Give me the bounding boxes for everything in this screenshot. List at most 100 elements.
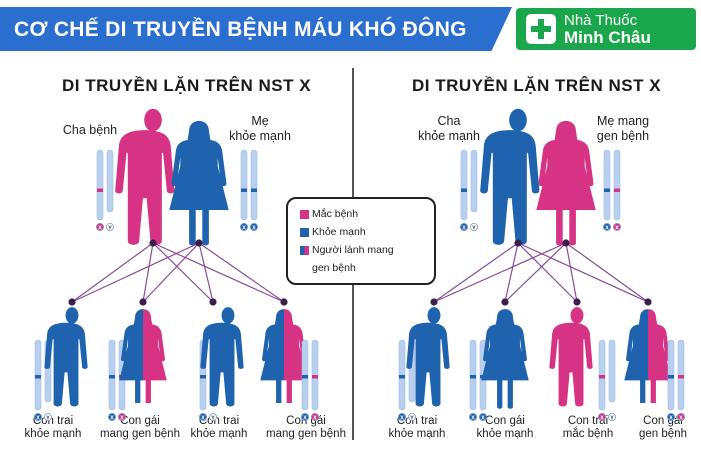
svg-text:X: X bbox=[120, 415, 124, 421]
panel-2-father-chromosomes-chrom-1 bbox=[460, 149, 468, 221]
panel-2-title: DI TRUYỀN LẶN TRÊN NST X bbox=[412, 76, 662, 95]
panel-1-cross-node-4 bbox=[209, 298, 217, 306]
panel-2-father-figure-head bbox=[509, 108, 527, 132]
panel-1-child-3-chromosomes-tag-1: X bbox=[198, 412, 207, 421]
panel-1-child-4-chromosomes-tag-2: X bbox=[310, 412, 319, 421]
panel-2-child-2-figure-dress bbox=[481, 324, 529, 409]
panel-1-child-1-figure-head bbox=[65, 307, 79, 324]
panel-1-father-chromosomes-chrom-2 bbox=[106, 149, 114, 213]
panel-2-child-3-figure-head bbox=[570, 307, 584, 324]
panel-1-mother-chromosomes-tag-1: X bbox=[239, 222, 248, 231]
panel-2-cross-node-1 bbox=[562, 239, 570, 247]
panel-1-child-2-figure-left-half bbox=[119, 309, 143, 403]
panel-1-mother-chromosomes-chrom-2 bbox=[250, 149, 258, 221]
svg-text:Y: Y bbox=[610, 415, 614, 421]
panel-1-cross-line-0-1 bbox=[142, 242, 154, 303]
panel-1-child-2-chromosomes-chrom-1 bbox=[108, 339, 116, 411]
legend-carrier-line2: gen bệnh bbox=[312, 262, 356, 274]
panel-1-child-3-figure-body bbox=[200, 322, 244, 407]
svg-text:X: X bbox=[303, 415, 307, 421]
svg-text:X: X bbox=[471, 415, 475, 421]
page-title: CƠ CHẾ DI TRUYỀN BỆNH MÁU KHÓ ĐÔNG bbox=[14, 18, 467, 41]
legend-healthy: Khỏe mạnh bbox=[300, 226, 366, 238]
panel-1-father-figure-head bbox=[144, 108, 162, 132]
panel-2-child-3-chromosomes-tag-1: X bbox=[598, 412, 607, 421]
panel-1-title: DI TRUYỀN LẶN TRÊN NST X bbox=[62, 76, 312, 95]
panel-2-child-3-figure bbox=[549, 307, 593, 407]
panel-2-mother-chromosomes-chrom-1 bbox=[603, 149, 611, 221]
panel-2-father-figure bbox=[480, 108, 540, 245]
panel-2-father-chromosomes-chrom-2 bbox=[470, 149, 478, 213]
panel-2-mother-chromosomes-chrom-2 bbox=[613, 149, 621, 221]
svg-text:X: X bbox=[400, 415, 404, 421]
panel-2-child-1-chromosomes-chrom-1 bbox=[398, 339, 406, 411]
panel-2-mother-figure-head bbox=[558, 122, 574, 142]
panel-2-child-2-chromosomes-chrom-1 bbox=[469, 339, 477, 411]
panel-1-child-3-figure-head bbox=[221, 307, 235, 324]
panel-2-child-1-chromosomes-tag-2: Y bbox=[407, 412, 416, 421]
panel-2-child-1-figure bbox=[406, 307, 450, 407]
panel-1-cross-line-0-3 bbox=[152, 242, 285, 303]
panel-1-child-1-figure-body bbox=[44, 322, 88, 407]
panel-1-cross-line-1-2 bbox=[198, 242, 214, 303]
svg-text:X: X bbox=[669, 415, 673, 421]
panel-1-child-4-chromosomes-chrom-2 bbox=[311, 339, 319, 411]
panel-2-cross-line-0-2 bbox=[517, 242, 578, 303]
svg-text:X: X bbox=[605, 225, 609, 231]
panel-1-cross-line-1-1 bbox=[142, 242, 200, 303]
panel-1-cross-line-1-0 bbox=[71, 242, 200, 303]
panel-1-mother-figure-head bbox=[191, 122, 207, 142]
panel-2-cross-node-0 bbox=[514, 239, 522, 247]
legend-affected: Mắc bệnh bbox=[300, 208, 358, 220]
panel-2-child-1-figure-head bbox=[427, 307, 441, 324]
legend-box: Mắc bệnh Khỏe mạnh Người lành mang gen b… bbox=[286, 197, 436, 285]
panel-1-cross-line-0-2 bbox=[152, 242, 214, 303]
panel-1-mother-figure-dress bbox=[169, 139, 229, 246]
panel-1-father-figure bbox=[115, 108, 175, 245]
svg-text:X: X bbox=[98, 225, 102, 231]
svg-text:Y: Y bbox=[46, 415, 50, 421]
panel-2-cross-line-0-3 bbox=[517, 242, 649, 303]
panel-2-child-4-chromosomes-chrom-2 bbox=[677, 339, 685, 411]
panel-2-child-2-chromosomes-tag-2: X bbox=[478, 412, 487, 421]
panel-1-child-2-chromosomes-tag-1: X bbox=[108, 412, 117, 421]
panel-1-child-4-chromosomes-tag-1: X bbox=[300, 412, 309, 421]
panel-1-cross-line-1-3 bbox=[198, 242, 285, 303]
panel-1-cross-line-0-0 bbox=[71, 242, 154, 303]
panel-2-child-1-figure-body bbox=[406, 322, 450, 407]
panel-1-cross bbox=[68, 239, 288, 306]
panel-2-mother-chromosomes-tag-1: X bbox=[603, 222, 612, 231]
panel-2-child-4-figure bbox=[624, 309, 672, 403]
panel-1-cross-node-5 bbox=[280, 298, 288, 306]
pharmacy-logo[interactable]: Nhà Thuốc Minh Châu bbox=[516, 8, 696, 50]
panel-2-cross-node-5 bbox=[644, 298, 652, 306]
panel-2-cross-node-3 bbox=[501, 298, 509, 306]
svg-text:X: X bbox=[201, 415, 205, 421]
panel-1-cross-node-2 bbox=[68, 298, 76, 306]
panel-2-father-chromosomes-tag-1: X bbox=[459, 222, 468, 231]
panel-2-child-1-chromosomes-tag-1: X bbox=[397, 412, 406, 421]
panel-1-child-1-figure bbox=[44, 307, 88, 407]
svg-text:X: X bbox=[242, 225, 246, 231]
panel-1-child-4-figure-left-half bbox=[260, 309, 284, 403]
legend-affected-swatch bbox=[300, 210, 309, 219]
logo-text-line2: Minh Châu bbox=[564, 28, 651, 47]
svg-text:X: X bbox=[615, 225, 619, 231]
panel-1-cross-node-1 bbox=[195, 239, 203, 247]
panel-1-father-figure-body bbox=[115, 130, 175, 245]
panel-2-mother-chromosomes-tag-2: X bbox=[613, 222, 622, 231]
panel-2-child-4-chromosomes-chrom-1 bbox=[667, 339, 675, 411]
svg-text:Y: Y bbox=[108, 225, 112, 231]
svg-text:X: X bbox=[481, 415, 485, 421]
legend-carrier: Người lành mang bbox=[300, 244, 394, 256]
panel-1-child-1-chromosomes-chrom-1 bbox=[34, 339, 42, 411]
panel-2-cross-line-0-0 bbox=[433, 242, 519, 303]
panel-2-child-4-chromosomes-tag-1: X bbox=[667, 412, 676, 421]
svg-text:Y: Y bbox=[410, 415, 414, 421]
